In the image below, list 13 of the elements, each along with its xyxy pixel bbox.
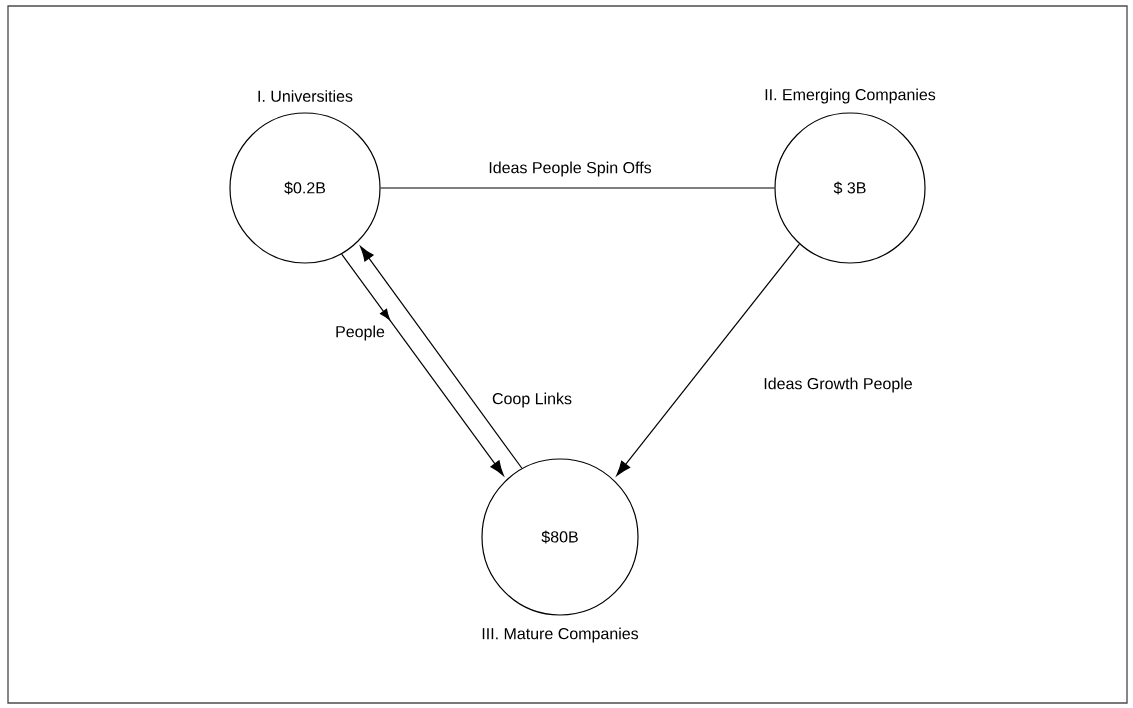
edge-label: People — [333, 324, 387, 342]
circle-node: $0.2B — [229, 112, 381, 264]
heading: II. Emerging Companies — [765, 88, 936, 104]
arrow — [341, 253, 504, 476]
edge-label: Ideas Growth People — [761, 376, 915, 394]
circle-node: $80B — [481, 458, 639, 616]
heading: I. Universities — [258, 90, 353, 102]
edge-label: Coop Links — [490, 391, 574, 409]
arrow — [616, 243, 800, 476]
heading: III. Mature Companies — [482, 627, 639, 643]
arrow — [360, 246, 523, 469]
circle-node: $ 3B — [774, 112, 926, 264]
edge-label: Ideas People Spin Offs — [487, 160, 653, 178]
